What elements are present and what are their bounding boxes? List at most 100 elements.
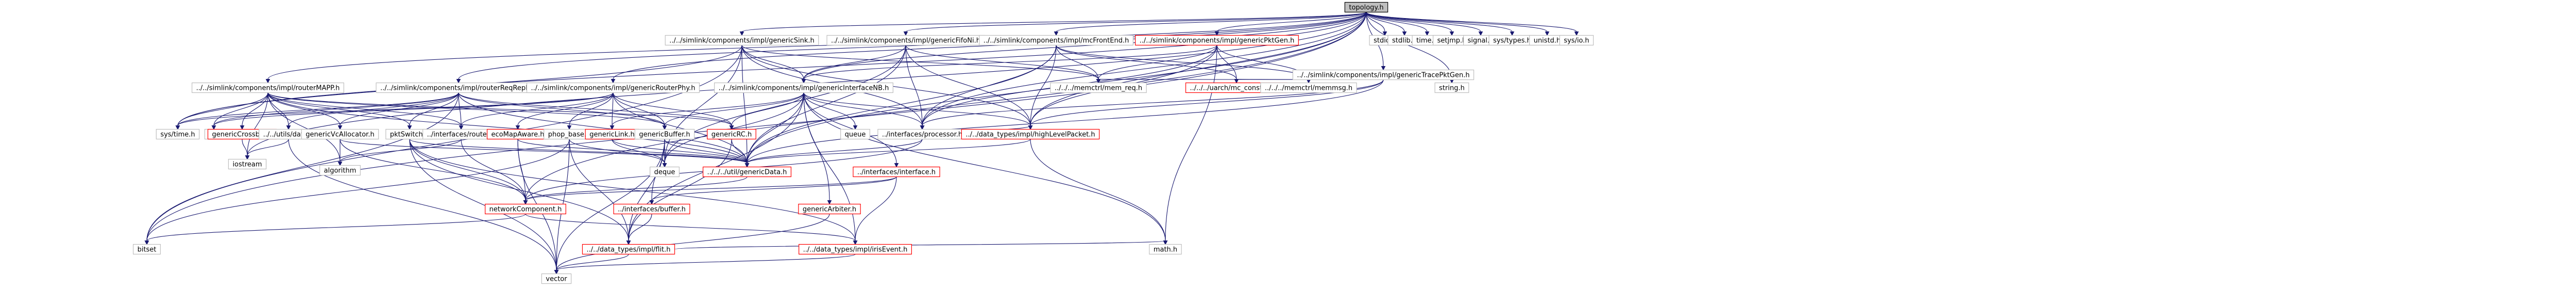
- node-label: signal.h: [1468, 37, 1494, 45]
- node-pktgen[interactable]: ../../simlink/components/impl/genericPkt…: [1135, 35, 1299, 46]
- edge-root-to-n_rphy: [611, 12, 1367, 84]
- node-sink[interactable]: ../../simlink/components/impl/genericSin…: [665, 35, 819, 46]
- node-setjmp[interactable]: setjmp.h: [1433, 35, 1471, 46]
- edge-n_rreply-to-n_irouter: [458, 92, 464, 130]
- node-label: ../../simlink/components/impl/genericTra…: [1297, 72, 1469, 79]
- node-label: iostream: [232, 161, 262, 169]
- edge-root-to-n_rreply: [456, 12, 1367, 84]
- edge-root-to-n_unistd: [1366, 12, 1550, 36]
- node-irouter[interactable]: ../interfaces/router.h: [422, 129, 500, 140]
- node-label: networkComponent.h: [489, 206, 562, 214]
- node-label: genericVcAllocator.h: [306, 131, 374, 139]
- edge-n_pktgen-to-n_ifnb: [801, 45, 1217, 84]
- node-pkt[interactable]: pktSwitch.h: [385, 129, 434, 140]
- node-label: ../../data_types/impl/highLevelPacket.h: [965, 131, 1095, 139]
- node-vector[interactable]: vector: [541, 273, 572, 284]
- node-ecfile[interactable]: ecoMapAware.h: [486, 129, 549, 140]
- node-memmsg[interactable]: ../../../memctrl/memmsg.h: [1260, 82, 1357, 93]
- node-label: genericCrossbar.h: [212, 131, 273, 139]
- edge-n_ifnb-to-n_rc: [729, 92, 804, 130]
- edge-root-to-n_mapp: [265, 12, 1367, 84]
- node-unistd[interactable]: unistd.h: [1529, 35, 1565, 46]
- node-arbiter[interactable]: genericArbiter.h: [798, 203, 861, 215]
- node-label: queue: [845, 131, 866, 139]
- node-string[interactable]: string.h: [1434, 82, 1469, 93]
- node-label: ../../simlink/components/impl/genericFif…: [831, 37, 980, 45]
- node-vcalloc[interactable]: genericVcAllocator.h: [301, 129, 379, 140]
- node-label: pktSwitch.h: [390, 131, 429, 139]
- node-rphy[interactable]: ../../simlink/components/impl/genericRou…: [526, 82, 700, 93]
- edge-n_rc-to-n_gendata: [731, 139, 750, 168]
- edge-n_rphy-to-n_list: [211, 92, 614, 130]
- node-box: [665, 35, 819, 46]
- node-box: [541, 273, 572, 284]
- edge-n_ifnb-to-n_iproc: [803, 92, 925, 130]
- edge-n_mapp-to-n_crossbar: [240, 92, 268, 130]
- node-sysioh[interactable]: sys/io.h: [1559, 35, 1594, 46]
- edge-n_rreply-to-n_systime: [175, 92, 459, 130]
- node-label: sys/time.h: [160, 131, 195, 139]
- node-box: [319, 165, 361, 176]
- node-netcomp[interactable]: networkComponent.h: [485, 203, 566, 215]
- node-memreq[interactable]: ../../../memctrl/mem_req.h: [1050, 82, 1147, 93]
- node-deque[interactable]: deque: [650, 166, 680, 178]
- node-link[interactable]: genericLink.h: [585, 129, 639, 140]
- node-box: [485, 203, 566, 215]
- node-iiface[interactable]: ../interfaces/interface.h: [853, 166, 940, 178]
- node-box: [132, 244, 161, 255]
- node-ifnb[interactable]: ../../simlink/components/impl/genericInt…: [714, 82, 893, 93]
- node-label: genericArbiter.h: [803, 206, 856, 214]
- node-rc[interactable]: genericRC.h: [707, 129, 756, 140]
- node-front[interactable]: ../../simlink/components/impl/mcFrontEnd…: [979, 35, 1133, 46]
- node-label: genericBuffer.h: [639, 131, 690, 139]
- node-iproc[interactable]: ../interfaces/processor.h: [877, 129, 967, 140]
- node-algorithm[interactable]: algorithm: [319, 165, 361, 176]
- edge-root-to-n_stdlib: [1366, 12, 1407, 36]
- node-label: ../../simlink/components/impl/genericPkt…: [1140, 37, 1295, 45]
- node-root[interactable]: topology.h: [1344, 2, 1388, 13]
- edge-n_flit-to-n_vector: [554, 254, 629, 275]
- node-label: time.h: [1416, 37, 1438, 45]
- node-label: math.h: [1154, 246, 1177, 254]
- node-bitset[interactable]: bitset: [132, 244, 161, 255]
- node-flit[interactable]: ../../data_types/impl/flit.h: [582, 244, 675, 255]
- node-iostream[interactable]: iostream: [228, 158, 267, 170]
- node-label: ../../data_types/impl/flit.h: [586, 246, 670, 254]
- node-label: ../../simlink/components/impl/genericRou…: [531, 85, 696, 92]
- node-ibuffer[interactable]: ../interfaces/buffer.h: [613, 203, 690, 215]
- node-label: algorithm: [324, 167, 357, 175]
- node-label: bitset: [138, 246, 157, 254]
- edge-root-to-n_front: [1054, 12, 1367, 36]
- node-trace[interactable]: ../../simlink/components/impl/genericTra…: [1292, 69, 1475, 81]
- edge-n_rreply-to-n_list: [211, 92, 459, 130]
- node-systime[interactable]: sys/time.h: [156, 129, 200, 140]
- node-label: ../../../memctrl/memmsg.h: [1265, 85, 1352, 92]
- edge-n_mapp-to-n_list: [211, 92, 268, 130]
- node-buffer[interactable]: genericBuffer.h: [634, 129, 695, 140]
- edge-n_rreply-to-n_buffer: [458, 92, 667, 130]
- node-hlp[interactable]: ../../data_types/impl/highLevelPacket.h: [961, 129, 1100, 140]
- node-label: unistd.h: [1534, 37, 1561, 45]
- node-gendata[interactable]: ../../../util/genericData.h: [702, 166, 792, 178]
- node-box: [634, 129, 695, 140]
- node-systypes[interactable]: sys/types.h: [1488, 35, 1536, 46]
- node-math[interactable]: math.h: [1149, 244, 1182, 255]
- node-pkt2[interactable]: phop_base.h: [544, 129, 595, 140]
- node-fifo[interactable]: ../../simlink/components/impl/genericFif…: [826, 35, 985, 46]
- node-box: [1559, 35, 1594, 46]
- node-queue[interactable]: queue: [840, 129, 870, 140]
- node-label: ../interfaces/router.h: [427, 131, 496, 139]
- node-label: ../../simlink/components/impl/mcFrontEnd…: [984, 37, 1129, 45]
- node-mapp[interactable]: ../../simlink/components/impl/routerMAPP…: [192, 82, 344, 93]
- node-label: topology.h: [1349, 4, 1383, 12]
- node-label: genericRC.h: [711, 131, 752, 139]
- node-label: setjmp.h: [1437, 37, 1467, 45]
- edge-n_hlp-to-n_math: [1030, 139, 1168, 245]
- edge-n_irouter-to-n_algorithm: [337, 139, 462, 166]
- node-rreply[interactable]: ../../simlink/components/impl/routerReqR…: [376, 82, 541, 93]
- edge-n_iproc-to-n_gendata: [744, 139, 923, 168]
- node-irisevent[interactable]: ../../data_types/impl/irisEvent.h: [799, 244, 912, 255]
- edge-n_ifnb-to-n_queue: [803, 92, 858, 130]
- edge-n_rreply-to-n_pkt: [407, 92, 459, 130]
